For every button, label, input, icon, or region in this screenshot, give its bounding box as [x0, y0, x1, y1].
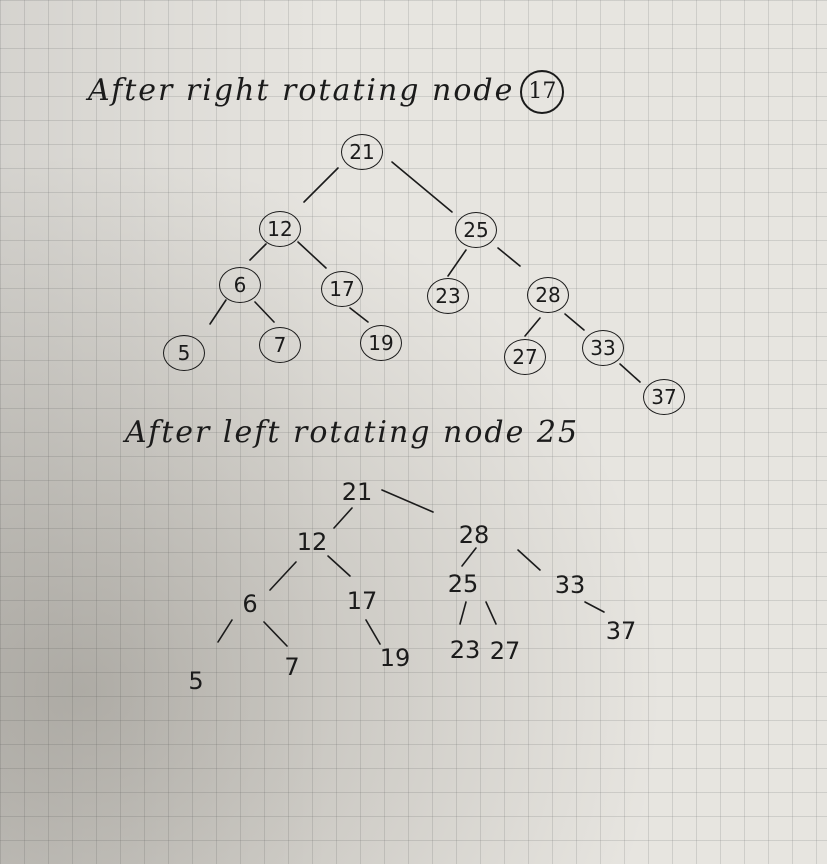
edge-6-7	[263, 621, 288, 647]
edge-28-27	[524, 317, 541, 337]
edge-6-7	[254, 301, 275, 323]
edge-21-12	[333, 507, 353, 529]
edge-6-5	[209, 299, 227, 325]
tree2-node: 23	[449, 636, 481, 664]
tree1-node: 7	[259, 327, 301, 363]
tree2-node: 28	[458, 521, 490, 549]
edge-12-6	[269, 561, 297, 591]
edge-21-25	[391, 161, 453, 213]
edge-25-27	[485, 601, 497, 625]
title-right-rotation-text: After right rotating node	[88, 73, 515, 108]
edge-12-17	[297, 241, 327, 269]
edge-21-12	[303, 167, 339, 203]
edge-17-19	[365, 619, 381, 645]
tree1-node: 6	[219, 267, 261, 303]
tree1-node: 27	[504, 339, 546, 375]
edge-28-33	[564, 313, 585, 331]
tree1-node: 33	[582, 330, 624, 366]
edge-25-23	[447, 249, 467, 277]
tree2-node: 21	[341, 478, 373, 506]
tree1-node: 25	[455, 212, 497, 248]
edge-28-25	[461, 547, 477, 567]
edge-12-17	[327, 555, 351, 577]
tree1-node: 19	[360, 325, 402, 361]
tree1-node: 28	[527, 277, 569, 313]
edge-33-37	[584, 601, 605, 613]
title-left-rotation: After left rotating node 25	[125, 415, 580, 450]
tree2-node: 7	[284, 653, 300, 681]
tree2-node: 25	[447, 570, 479, 598]
edge-12-6	[249, 243, 267, 261]
tree2-node: 17	[346, 587, 378, 615]
edge-25-23	[459, 601, 467, 625]
tree1-node: 12	[259, 211, 301, 247]
edge-33-37	[619, 363, 641, 383]
tree2-node: 37	[605, 617, 637, 645]
tree2-node: 27	[489, 637, 521, 665]
tree2-node: 12	[296, 528, 328, 556]
tree2-node: 33	[554, 571, 586, 599]
tree1-node: 17	[321, 271, 363, 307]
tree1-node: 21	[341, 134, 383, 170]
tree2-node: 5	[188, 667, 204, 695]
tree1-node: 23	[427, 278, 469, 314]
edge-6-5	[217, 619, 233, 643]
edge-28-33	[517, 549, 541, 571]
edge-25-28	[497, 247, 521, 267]
edge-21-28	[381, 489, 434, 513]
tree1-node: 37	[643, 379, 685, 415]
tree1-node: 5	[163, 335, 205, 371]
edge-17-19	[349, 307, 369, 323]
tree2-node: 6	[242, 590, 258, 618]
title-circled-node: 17	[520, 70, 565, 114]
tree2-node: 19	[379, 644, 411, 672]
